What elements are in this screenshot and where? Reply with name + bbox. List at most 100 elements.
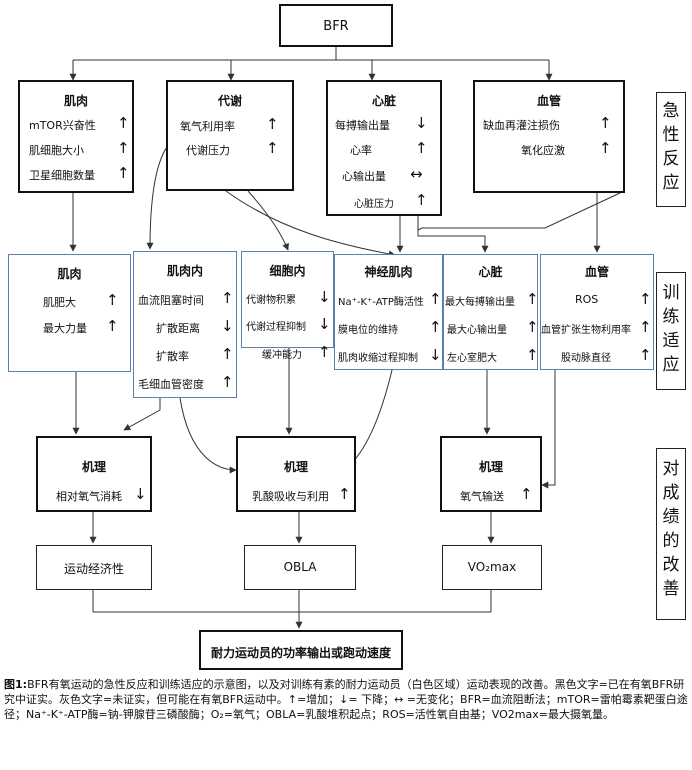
training-intramuscular-row-arrow: ↑ [221,345,234,363]
training-intramuscular-title: 肌肉内 [166,264,203,278]
training-neuromuscular-title: 神经肌肉 [364,265,413,279]
acute-heart-row-label: 心脏压力 [354,199,394,210]
side-label-training: 训练适应 [656,272,686,390]
side-label-acute-text: 急性反应 [662,101,680,193]
training-intracellular-row-label: 代谢物积累 [246,295,296,306]
training-intracellular-row-arrow: ↓ [318,315,331,333]
acute-heart-box: 心脏 每搏输出量 ↓ 心率 ↑ 心输出量 ↔ 心脏压力 ↑ [326,80,442,216]
training-intracellular-row-arrow: ↓ [318,288,331,306]
acute-heart-row-label: 心率 [350,144,372,157]
training-intracellular-row-arrow: ↑ [318,343,331,361]
side-label-acute: 急性反应 [656,92,686,207]
acute-muscle-row-label: 肌细胞大小 [29,144,84,157]
acute-heart-title: 心脏 [371,94,396,108]
final-outcome-label: 耐力运动员的功率输出或跑动速度 [210,646,391,660]
training-intramuscular-row-arrow: ↑ [221,373,234,391]
acute-muscle-row-arrow: ↑ [117,114,130,132]
training-intramuscular-row-label: 血流阻塞时间 [138,294,204,307]
figure-caption-number: 图1: [4,678,28,691]
acute-vessel-row-label: 缺血再灌注损伤 [483,119,560,132]
training-muscle-row-arrow: ↑ [106,317,119,335]
acute-muscle-row-arrow: ↑ [117,164,130,182]
mechanism-arrow: ↑ [520,485,533,503]
acute-metabolism-row-arrow: ↑ [266,115,279,133]
bfr-root-box: BFR [279,4,393,47]
training-heart-row-label: 最大心输出量 [447,325,507,336]
training-heart-title: 心脏 [478,265,503,279]
acute-metabolism-row-arrow: ↑ [266,139,279,157]
training-intramuscular-row-label: 扩散率 [156,350,189,363]
acute-muscle-row-arrow: ↑ [117,139,130,157]
training-intramuscular-row-label: 扩散距离 [156,322,200,335]
training-vessel-title: 血管 [584,265,609,279]
training-intramuscular-box: 肌肉内 血流阻塞时间 ↑ 扩散距离 ↓ 扩散率 ↑ 毛细血管密度 ↑ [133,251,237,398]
acute-heart-row-arrow: ↓ [415,114,428,132]
training-heart-box: 心脏 最大每搏输出量 ↑ 最大心输出量 ↑ 左心室肥大 ↑ [443,254,539,370]
training-vessel-box: 血管 ROS ↑ 血管扩张生物利用率 ↑ 股动脉直径 ↑ [540,254,654,370]
acute-metabolism-box: 代谢 氧气利用率 ↑ 代谢压力 ↑ [166,80,294,191]
training-muscle-row-label: 最大力量 [43,322,87,335]
training-neuromuscular-box: 神经肌肉 Na⁺-K⁺-ATP酶活性 ↑ 膜电位的维持 ↑ 肌肉收缩过程抑制 ↓ [334,254,443,370]
training-muscle-row-arrow: ↑ [106,291,119,309]
training-neuromuscular-row-arrow: ↑ [429,290,442,308]
training-intracellular-row-label: 缓冲能力 [262,350,302,361]
training-neuromuscular-row-arrow: ↓ [429,346,442,364]
outcome-box-economy: 运动经济性 [36,545,152,590]
acute-metabolism-row-label: 氧气利用率 [180,120,235,133]
training-vessel-row-label: ROS [575,293,599,306]
bfr-root-label: BFR [323,19,349,34]
acute-vessel-row-arrow: ↑ [599,139,612,157]
training-muscle-title: 肌肉 [57,267,82,281]
training-vessel-row-label: 血管扩张生物利用率 [541,325,631,336]
side-label-performance: 对成绩的改善 [656,448,686,620]
training-vessel-row-label: 股动脉直径 [561,353,611,364]
outcome-label: 运动经济性 [63,562,124,576]
training-intramuscular-row-arrow: ↑ [221,289,234,307]
training-neuromuscular-row-label: Na⁺-K⁺-ATP酶活性 [338,297,424,308]
acute-muscle-title: 肌肉 [63,94,88,108]
acute-heart-row-arrow: ↑ [415,191,428,209]
training-vessel-row-arrow: ↑ [639,318,652,336]
training-heart-row-arrow: ↑ [526,318,539,336]
training-vessel-row-arrow: ↑ [639,346,652,364]
training-muscle-box: 肌肉 肌肥大 ↑ 最大力量 ↑ [8,254,131,372]
training-intracellular-box: 细胞内 代谢物积累 ↓ 代谢过程抑制 ↓ 缓冲能力 ↑ [241,251,334,361]
mechanism-title: 机理 [478,460,503,474]
outcome-box-obla: OBLA [244,545,356,590]
acute-vessel-box: 血管 缺血再灌注损伤 ↑ 氧化应激 ↑ [473,80,625,193]
outcome-label: OBLA [283,560,317,574]
outcome-box-vo2max: VO₂max [442,545,542,590]
acute-heart-row-label: 心输出量 [342,170,386,183]
acute-vessel-row-arrow: ↑ [599,114,612,132]
side-label-performance-text: 对成绩的改善 [662,459,680,599]
acute-metabolism-row-label: 代谢压力 [186,144,230,157]
mechanism-arrow: ↓ [134,485,147,503]
training-heart-row-arrow: ↑ [526,346,539,364]
acute-metabolism-title: 代谢 [217,94,242,108]
training-heart-row-arrow: ↑ [526,290,539,308]
mechanism-box-oxygen-consumption: 机理 相对氧气消耗 ↓ [36,436,152,512]
mechanism-label: 相对氧气消耗 [56,490,122,503]
acute-vessel-row-label: 氧化应激 [521,144,565,157]
mechanism-title: 机理 [283,460,308,474]
final-outcome-box: 耐力运动员的功率输出或跑动速度 [199,630,403,670]
mechanism-box-oxygen-delivery: 机理 氧气输送 ↑ [440,436,542,512]
mechanism-box-lactate: 机理 乳酸吸收与利用 ↑ [236,436,356,512]
training-heart-row-label: 左心室肥大 [447,353,497,364]
acute-muscle-row-label: mTOR兴奋性 [29,119,96,132]
training-intramuscular-row-arrow: ↓ [221,317,234,335]
mechanism-label: 氧气输送 [460,490,504,503]
mechanism-title: 机理 [81,460,106,474]
acute-heart-row-label: 每搏输出量 [335,119,390,132]
training-vessel-row-arrow: ↑ [639,290,652,308]
training-intracellular-row-label: 代谢过程抑制 [246,322,306,333]
training-intramuscular-row-label: 毛细血管密度 [138,378,204,391]
training-intracellular-title: 细胞内 [269,264,306,278]
mechanism-arrow: ↑ [338,485,351,503]
training-neuromuscular-row-label: 膜电位的维持 [338,325,398,336]
mechanism-label: 乳酸吸收与利用 [252,490,329,503]
acute-vessel-title: 血管 [536,94,561,108]
side-label-training-text: 训练适应 [662,283,680,375]
training-neuromuscular-row-label: 肌肉收缩过程抑制 [338,353,418,364]
